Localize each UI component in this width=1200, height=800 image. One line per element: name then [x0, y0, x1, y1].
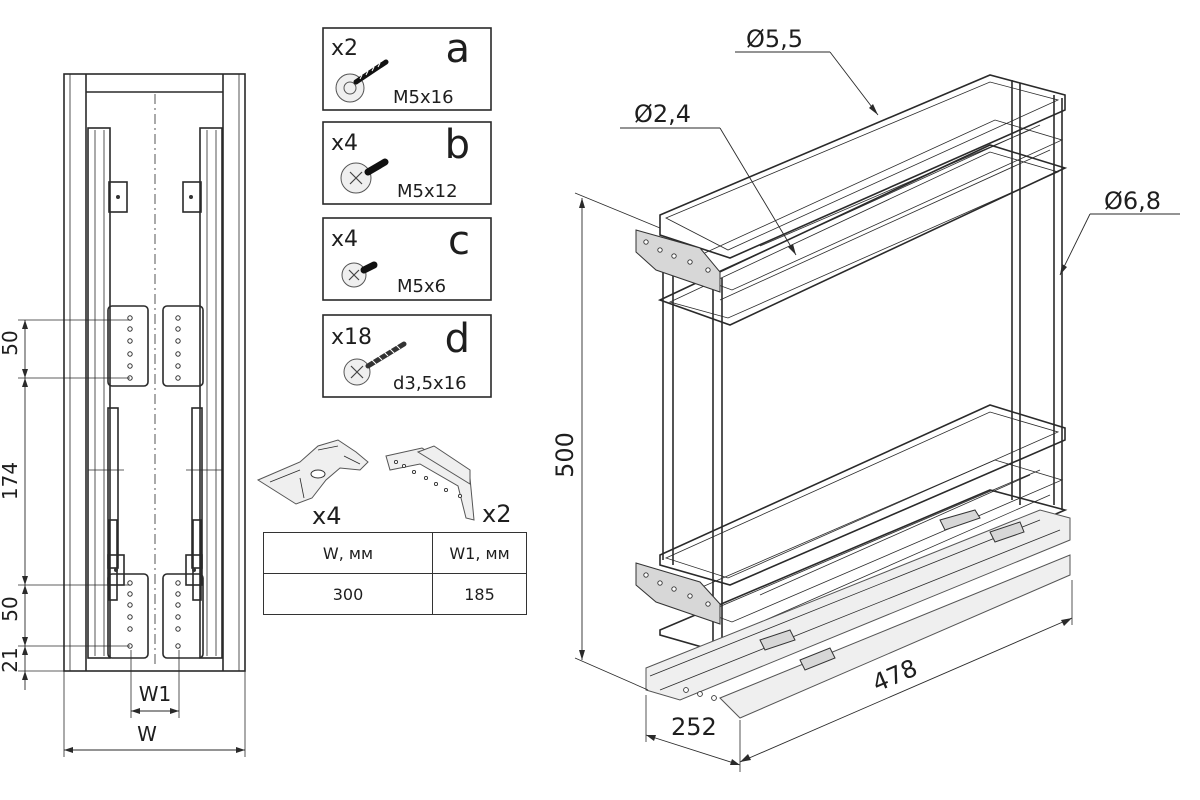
- front-bracket-bottom: [635, 562, 721, 625]
- mount-plate: [162, 573, 204, 659]
- dim-d5-5: Ø5,5: [746, 25, 803, 53]
- vertical-dimensions: 50 174 50 21: [0, 319, 130, 690]
- bottom-basket-rim: [659, 404, 1066, 586]
- fastener-box-c: x4 c M5x6: [322, 217, 492, 301]
- runner-rail: [645, 509, 1071, 701]
- cabinet-outline: [63, 73, 246, 672]
- letter-c: c: [448, 218, 470, 264]
- screw-icon: [340, 158, 389, 194]
- dim-d6-8: Ø6,8: [1104, 187, 1161, 215]
- dim-50-bottom: 50: [0, 596, 22, 621]
- dim-500: 500: [551, 432, 579, 478]
- qty-bracket-clip: x4: [312, 502, 341, 530]
- front-view: 50 174 50 21 W1 W: [0, 73, 246, 757]
- bracket-clip: x4: [256, 439, 369, 530]
- size-c: M5x6: [397, 276, 446, 297]
- fastener-box-a: x2 a M5x16: [322, 26, 492, 111]
- cell-w1: 185: [432, 573, 527, 615]
- screw-icon: [335, 59, 389, 103]
- right-rail: [199, 127, 223, 659]
- letter-a: a: [445, 26, 470, 72]
- wood-screw-icon: [343, 341, 407, 386]
- table-header-row: W, мм W1, мм: [263, 532, 527, 574]
- cell-w: 300: [263, 573, 433, 615]
- top-basket-bottom: [657, 144, 1068, 326]
- top-basket-rim: [659, 74, 1066, 259]
- spec-table: W, мм W1, мм 300 185: [263, 532, 527, 615]
- header-w: W, мм: [263, 532, 433, 574]
- letter-d: d: [445, 316, 470, 362]
- qty-bracket-mount: x2: [482, 500, 511, 528]
- dim-21: 21: [0, 647, 22, 672]
- table-row: 300 185: [263, 573, 527, 615]
- size-d: d3,5x16: [393, 373, 467, 394]
- w-label: W: [137, 722, 157, 746]
- dim-252: 252: [671, 713, 717, 741]
- dim-50-top: 50: [0, 330, 22, 355]
- bracket-mount: x2: [385, 445, 511, 528]
- qty-d: x18: [331, 325, 372, 350]
- w-dimension: W: [63, 671, 246, 757]
- mount-plate: [107, 305, 149, 387]
- front-bracket-top: [635, 229, 721, 293]
- isometric-basket: Ø5,5 Ø2,4 Ø6,8 500 478 252: [551, 25, 1180, 772]
- screw-icon: [341, 261, 378, 288]
- qty-c: x4: [331, 227, 358, 252]
- left-rail: [87, 127, 111, 659]
- w1-label: W1: [139, 682, 172, 706]
- w1-dimension: W1: [130, 650, 180, 718]
- qty-a: x2: [331, 36, 358, 61]
- size-a: M5x16: [393, 87, 454, 108]
- fastener-box-b: x4 b M5x12: [322, 121, 492, 205]
- header-w1: W1, мм: [432, 532, 527, 574]
- mount-plate: [107, 573, 149, 659]
- qty-b: x4: [331, 131, 358, 156]
- mount-plate: [162, 305, 204, 387]
- fastener-box-d: x18 d d3,5x16: [322, 314, 492, 398]
- dim-478: 478: [868, 654, 921, 698]
- dim-d2-4: Ø2,4: [634, 100, 691, 128]
- dim-174: 174: [0, 462, 22, 500]
- letter-b: b: [445, 122, 470, 168]
- size-b: M5x12: [397, 181, 458, 202]
